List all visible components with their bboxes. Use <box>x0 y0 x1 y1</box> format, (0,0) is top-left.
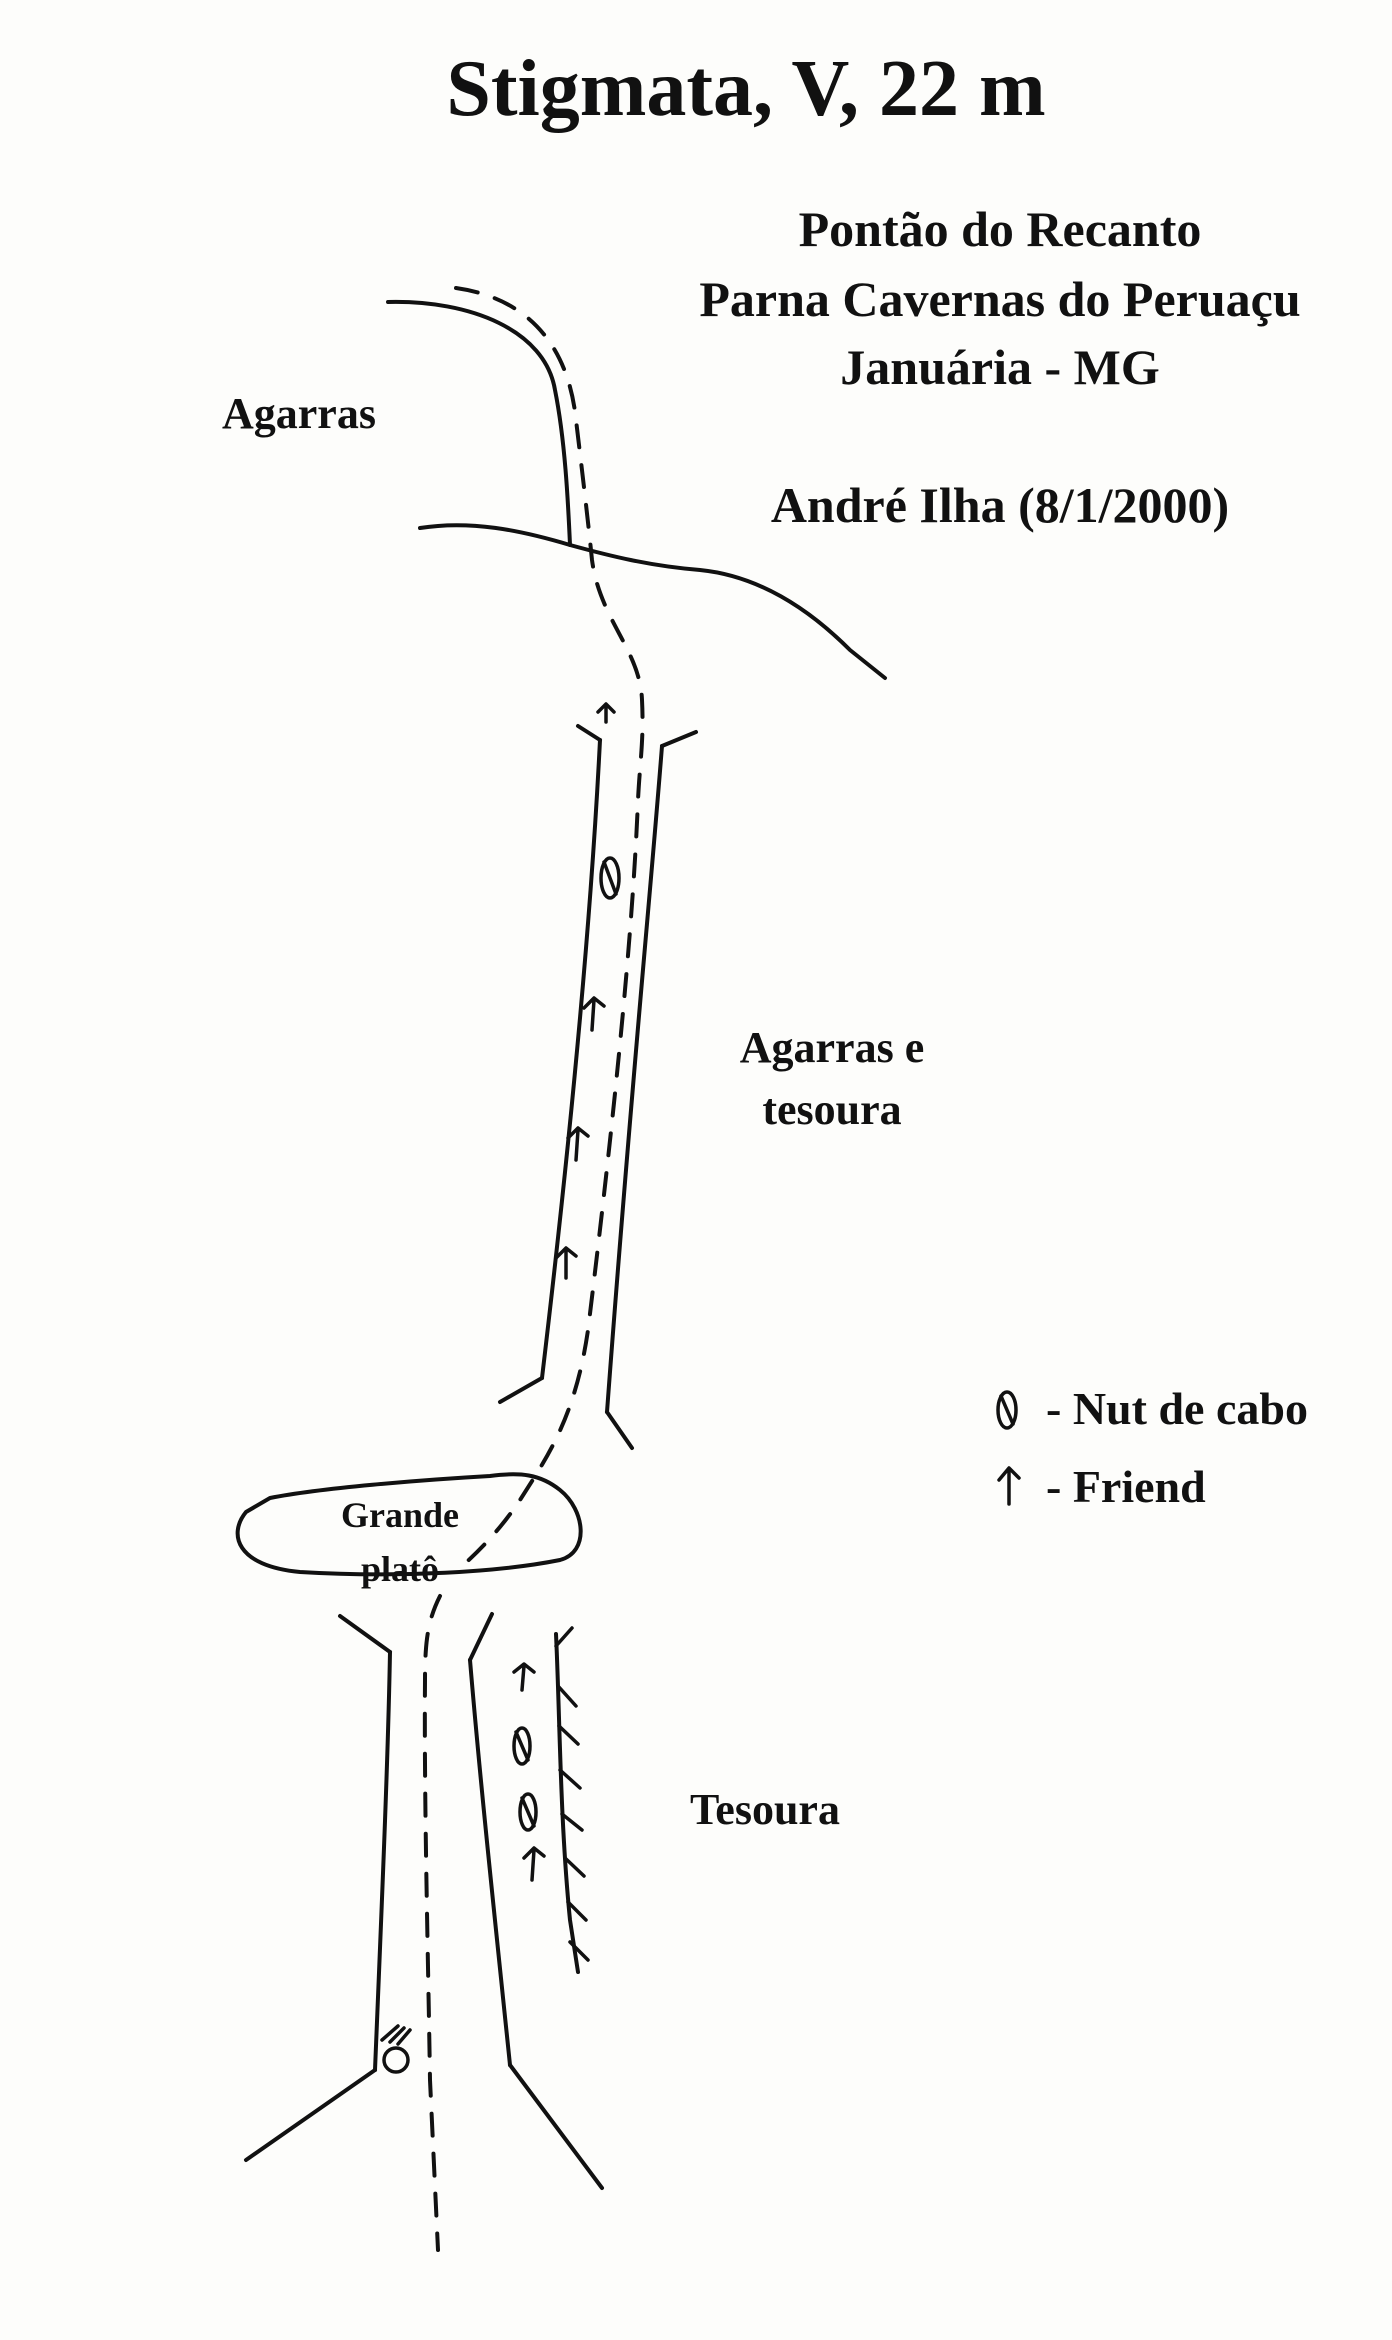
chimney-right-wall <box>468 1658 512 2067</box>
author-credit: André Ilha (8/1/2000) <box>770 477 1230 533</box>
route-dashed-line-lower <box>422 1594 442 2252</box>
legend-friend-icon <box>997 1466 1021 1506</box>
chimney-left-top-flare <box>338 1614 392 1654</box>
section-label-bottom: Tesoura <box>690 1785 840 1834</box>
crack-right-top-flare <box>660 730 698 748</box>
legend-friend-label: - Friend <box>1046 1461 1206 1512</box>
flake-hatch-8 <box>568 1940 590 1962</box>
friend-icon <box>522 1846 546 1882</box>
flake-hatch-6 <box>563 1856 586 1878</box>
route-dashed-line <box>454 286 645 1572</box>
headwall-arc <box>386 299 572 547</box>
flake-hatch-3 <box>557 1724 580 1746</box>
crack-left-bottom-flare <box>498 1376 544 1404</box>
flake-hatch-2 <box>556 1684 578 1708</box>
flake-hatch-5 <box>560 1812 584 1832</box>
friend-icon <box>596 702 616 724</box>
location-city: Januária - MG <box>840 339 1160 395</box>
legend-nut-icon <box>996 1390 1018 1430</box>
nut-icon <box>518 1792 538 1832</box>
roof-ledge <box>418 523 887 680</box>
flake-hatch-1 <box>554 1626 574 1648</box>
plateau-label-line1: Grande <box>340 1495 460 1535</box>
chimney-right-top-flare <box>468 1612 494 1662</box>
section-label-top: Agarras <box>222 389 376 438</box>
crack-right-wall <box>605 744 664 1414</box>
chimney-left-bottom-flare <box>244 2068 377 2162</box>
plateau-label-line2: platô <box>360 1549 440 1589</box>
plateau-outline <box>235 1472 583 1577</box>
location-park: Parna Cavernas do Peruaçu <box>699 271 1301 327</box>
crack-left-top-flare <box>576 724 602 742</box>
nut-icon <box>380 2024 412 2074</box>
chimney-right-bottom-flare <box>508 2063 604 2190</box>
nut-icon <box>599 856 621 900</box>
nut-icon <box>512 1726 532 1766</box>
legend-nut-label: - Nut de cabo <box>1046 1383 1308 1434</box>
friend-icon <box>554 1246 578 1280</box>
location-crag: Pontão do Recanto <box>798 201 1202 257</box>
section-label-middle-line2: tesoura <box>762 1085 902 1134</box>
friend-icon <box>512 1662 536 1692</box>
chimney-left-wall <box>373 1650 392 2072</box>
flake-hatch-4 <box>558 1768 582 1790</box>
flake-line <box>554 1632 580 1974</box>
crack-right-bottom-flare <box>605 1410 634 1450</box>
friend-icon <box>582 996 606 1032</box>
flake-hatch-7 <box>566 1900 588 1922</box>
route-title: Stigmata, V, 22 m <box>446 45 1046 133</box>
crack-left-wall <box>540 738 602 1380</box>
friend-icon <box>566 1126 590 1162</box>
section-label-middle-line1: Agarras e <box>739 1023 925 1072</box>
